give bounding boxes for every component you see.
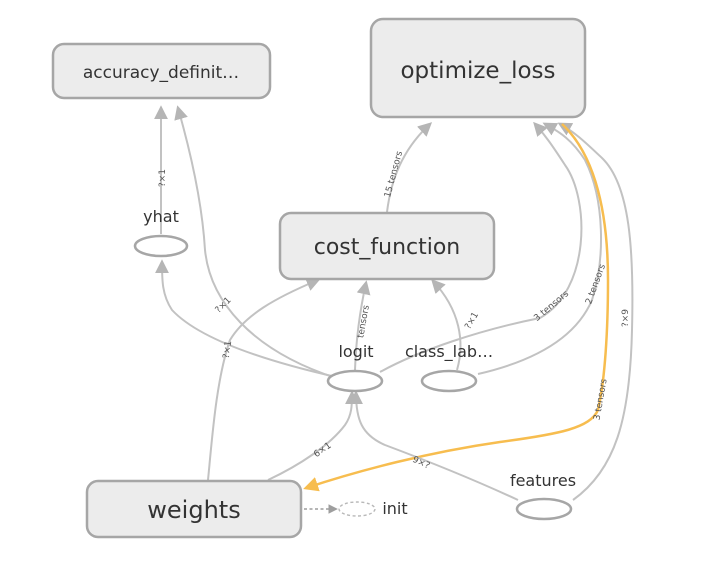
node-features[interactable]: features: [510, 471, 576, 521]
edge-weights-cost[interactable]: [207, 277, 321, 481]
edge-label-class-optimize: 3 tensors: [532, 289, 571, 324]
node-label-cost: cost_function: [314, 235, 461, 260]
edge-cost-optimize[interactable]: [386, 122, 433, 213]
edge-label-optimize-features-b: ?×9: [621, 309, 631, 327]
edge-label-optimize-weights: 3 tensors: [592, 378, 609, 421]
edge-label-yhat-accuracy: ?×1: [158, 169, 168, 187]
node-class-labels[interactable]: class_lab…: [405, 342, 493, 393]
nodes: accuracy_definit… optimize_loss cost_fun…: [51, 17, 587, 539]
edge-logit-cost[interactable]: [354, 280, 371, 371]
node-label-weights: weights: [147, 496, 240, 524]
edge-label-optimize-features-a: 2 tensors: [584, 263, 608, 306]
node-label-features: features: [510, 471, 576, 490]
node-yhat[interactable]: yhat: [133, 207, 189, 258]
node-optimize-loss[interactable]: optimize_loss: [369, 17, 587, 119]
edge-label-logit-cost: tensors: [356, 304, 372, 339]
node-logit[interactable]: logit: [326, 342, 384, 393]
edge-optimize-weights[interactable]: [303, 123, 610, 492]
node-label-logit: logit: [338, 342, 373, 361]
edge-logit-yhat[interactable]: [155, 259, 337, 378]
edge-label-class-cost: ?×1: [463, 311, 481, 332]
edge-label-cost-optimize: 15 tensors: [383, 150, 405, 199]
node-label-yhat: yhat: [143, 207, 179, 226]
node-label-accuracy: accuracy_definit…: [83, 63, 239, 83]
node-label-optimize: optimize_loss: [400, 58, 555, 84]
node-weights[interactable]: weights: [85, 479, 303, 539]
node-init[interactable]: init: [338, 499, 408, 518]
node-label-class-labels: class_lab…: [405, 342, 493, 362]
edge-features-optimize-b[interactable]: [557, 122, 634, 501]
edge-weights-logit[interactable]: [267, 390, 359, 481]
edge-logit-accuracy[interactable]: [174, 105, 337, 379]
edge-label-weights-yhat: ?×1: [222, 340, 234, 359]
node-label-init: init: [382, 499, 407, 518]
edges: ?×1 ?×1 ?×1 tensors ?×1 15 tensors 3 ten…: [154, 105, 634, 514]
edge-label-weights-logit: 6×1: [312, 441, 333, 460]
node-cost-function[interactable]: cost_function: [278, 211, 496, 281]
edge-class-cost[interactable]: [431, 278, 462, 371]
edge-label-features-logit: 9×?: [411, 455, 432, 472]
edge-features-logit[interactable]: [349, 390, 519, 501]
edge-features-optimize-a[interactable]: [477, 122, 603, 375]
edge-class-optimize[interactable]: [379, 121, 583, 373]
node-accuracy-definition[interactable]: accuracy_definit…: [51, 42, 272, 100]
